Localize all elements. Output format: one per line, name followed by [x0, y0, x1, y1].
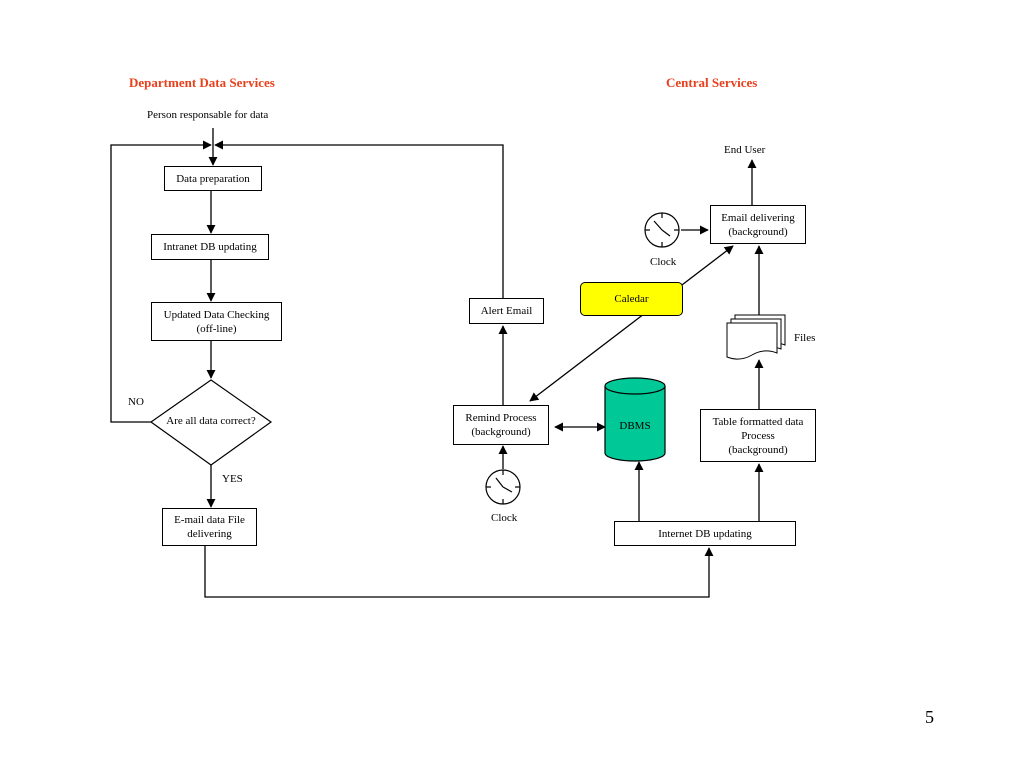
arrow-email-remind [529, 245, 734, 402]
arrow-no-loop [110, 140, 212, 423]
label-clock-top: Clock [650, 256, 677, 268]
page-number: 5 [925, 707, 934, 727]
box-data-preparation: Data preparation [164, 166, 262, 191]
box-calendar: Caledar [580, 282, 683, 316]
clock-icon-top [644, 212, 680, 248]
label-end-user: End User [724, 144, 766, 156]
files-icon [726, 314, 786, 360]
decision-label: Are all data correct? [166, 415, 256, 427]
box-table-formatted-process: Table formatted data Process (background… [700, 409, 816, 462]
label-person: Person responsable for data [147, 109, 269, 121]
decision-diamond [149, 379, 273, 466]
label-yes: YES [222, 473, 243, 485]
dbms-cylinder [604, 377, 666, 462]
box-email-delivering: Email delivering (background) [710, 205, 806, 244]
arrow-emailfile-to-internetdb [204, 546, 714, 598]
label-no: NO [128, 396, 144, 408]
heading-central: Central Services [666, 75, 758, 90]
box-remind-process: Remind Process (background) [453, 405, 549, 445]
arrow-alert-loop [214, 140, 504, 298]
dbms-label: DBMS [619, 420, 651, 432]
heading-department: Department Data Services [129, 75, 275, 90]
label-files: Files [794, 332, 816, 344]
box-email-data-file: E-mail data File delivering [162, 508, 257, 546]
box-intranet-db-updating: Intranet DB updating [151, 234, 269, 260]
box-internet-db-updating: Internet DB updating [614, 521, 796, 546]
box-alert-email: Alert Email [469, 298, 544, 324]
clock-icon-bottom [485, 469, 521, 505]
box-updated-data-checking: Updated Data Checking (off-line) [151, 302, 282, 341]
label-clock-bottom: Clock [491, 512, 518, 524]
